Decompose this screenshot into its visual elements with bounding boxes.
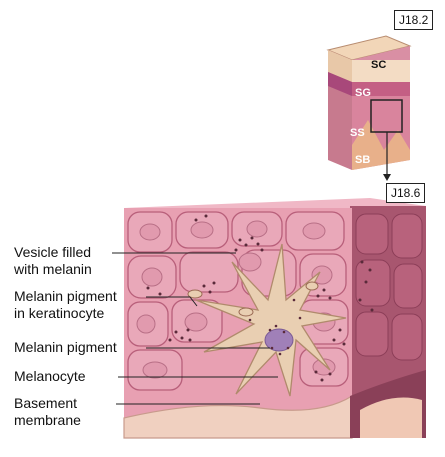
- layer-label-ss: SS: [350, 127, 365, 139]
- label-pigment-kerat-line2: in keratinocyte: [14, 305, 105, 321]
- melanocyte-nucleus: [264, 328, 294, 352]
- leader-pigment-kerat-2: [189, 296, 198, 307]
- ref-box-top: J18.2: [394, 10, 434, 30]
- label-pigment-kerat-line1: Melanin pigment: [14, 288, 117, 304]
- label-melanocyte: Melanocyte: [14, 368, 86, 384]
- skin-block-thumbnail: [326, 35, 412, 170]
- epidermis-cube: [123, 198, 426, 439]
- label-basement-line1: Basement: [14, 395, 78, 411]
- label-vesicle-line2: with melanin: [14, 261, 92, 277]
- melanin-pigment-dots: [146, 214, 374, 382]
- layer-label-sc: SC: [371, 59, 387, 71]
- label-vesicle-line1: Vesicle filled: [14, 244, 92, 260]
- ref-box-bottom: J18.6: [386, 183, 426, 203]
- label-basement-line2: membrane: [14, 412, 81, 428]
- layer-label-sg: SG: [355, 87, 371, 99]
- arrow-head-icon: [383, 174, 391, 181]
- label-melanin-pigment: Melanin pigment: [14, 339, 117, 355]
- layer-label-sb: SB: [355, 154, 371, 166]
- melanocyte-cell: [195, 243, 347, 397]
